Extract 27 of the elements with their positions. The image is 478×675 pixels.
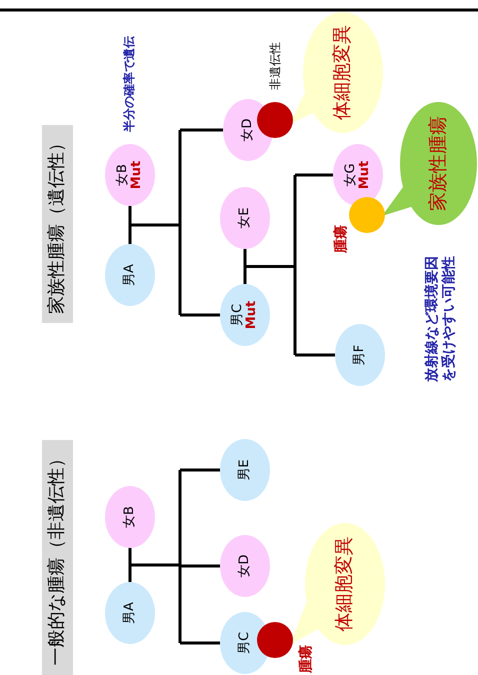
- note-text: 放射線など環境要因を受けやすい可能性: [424, 255, 458, 382]
- person-label: 女B: [123, 506, 137, 528]
- bubble-text: 家族性腫瘍: [428, 116, 448, 211]
- note-text: 半分の確率で遺伝: [122, 35, 137, 132]
- person-label: 男C: [231, 304, 245, 326]
- mutation-label: Mut: [245, 300, 259, 330]
- person-label: 女D: [241, 118, 255, 142]
- pedigree-line: [244, 174, 336, 356]
- person-label: 女B: [116, 164, 130, 186]
- mutation-label: Mut: [358, 160, 372, 190]
- person-label: 男F: [353, 344, 367, 366]
- side-note: 非遺伝性: [267, 41, 283, 92]
- person-label: 男E: [238, 459, 252, 481]
- person-label: 男C: [238, 632, 252, 654]
- side-note: 腫瘍: [332, 224, 350, 256]
- person-label: 女D: [238, 554, 252, 578]
- person-label: 男A: [123, 264, 137, 286]
- mutation-label: Mut: [130, 160, 144, 190]
- person-label: 女E: [238, 207, 252, 229]
- section-heading: 一般的な腫瘍（非遺伝性）: [42, 440, 73, 675]
- section-heading: 家族性腫瘍（遺伝性）: [42, 125, 73, 323]
- person-label: 女G: [344, 163, 358, 187]
- pedigree-line: [128, 128, 224, 316]
- bubble-text: 体細胞変異: [335, 536, 355, 632]
- side-note: 腫瘍: [297, 644, 315, 675]
- person-label: 男A: [123, 602, 137, 624]
- bubble-text: 体細胞変異: [333, 25, 353, 120]
